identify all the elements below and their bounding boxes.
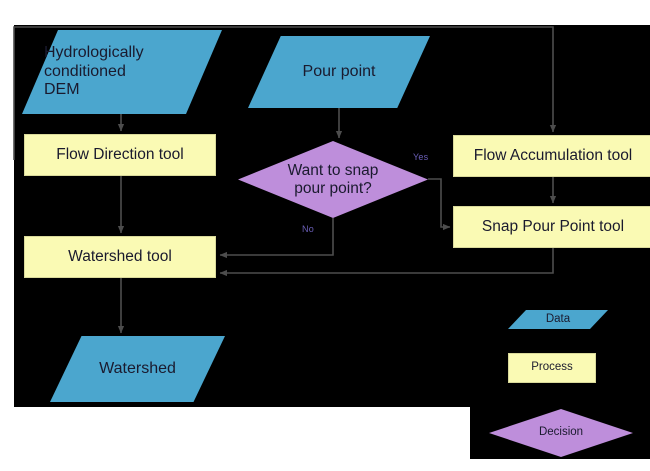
legend-label: Process [531,361,573,374]
legend-label: Data [545,312,571,325]
node-label: Want to snap pour point? [287,161,379,197]
legend-item-process: Process [508,353,596,383]
node-label: Hydrologically conditioned DEM [44,44,144,99]
node-flow-accumulation-tool[interactable]: Flow Accumulation tool [453,135,650,177]
data-shape [50,336,225,402]
data-shape [248,36,430,108]
node-hydrologically-conditioned-dem[interactable]: Hydrologically conditioned DEM [22,30,222,114]
edge-decision-watershedtool-no [219,218,334,259]
legend-item-decision: Decision [489,409,633,457]
node-label: Watershed [99,359,176,377]
edge-dem-flowacc [13,26,557,160]
data-shape [508,310,608,329]
node-label: Snap Pour Point tool [481,218,625,236]
node-want-to-snap-pour-point[interactable]: Want to snap pour point? [238,141,428,218]
legend-item-data: Data [508,310,608,329]
node-watershed[interactable]: Watershed [50,336,225,402]
legend-label: Decision [538,426,584,439]
edge-decision-snap-yes [428,178,451,231]
data-shape [22,30,222,114]
node-label: Pour point [302,62,376,80]
edge-snap-watershedtool [219,248,554,277]
node-label: Flow Direction tool [56,146,184,164]
node-label: Watershed tool [68,248,172,266]
edge-label-no: No [302,224,314,234]
node-flow-direction-tool[interactable]: Flow Direction tool [24,134,216,176]
node-snap-pour-point-tool[interactable]: Snap Pour Point tool [453,206,650,248]
edge-label-yes: Yes [413,152,429,162]
node-label: Flow Accumulation tool [473,147,633,165]
node-pour-point[interactable]: Pour point [248,36,430,108]
node-watershed-tool[interactable]: Watershed tool [24,236,216,278]
